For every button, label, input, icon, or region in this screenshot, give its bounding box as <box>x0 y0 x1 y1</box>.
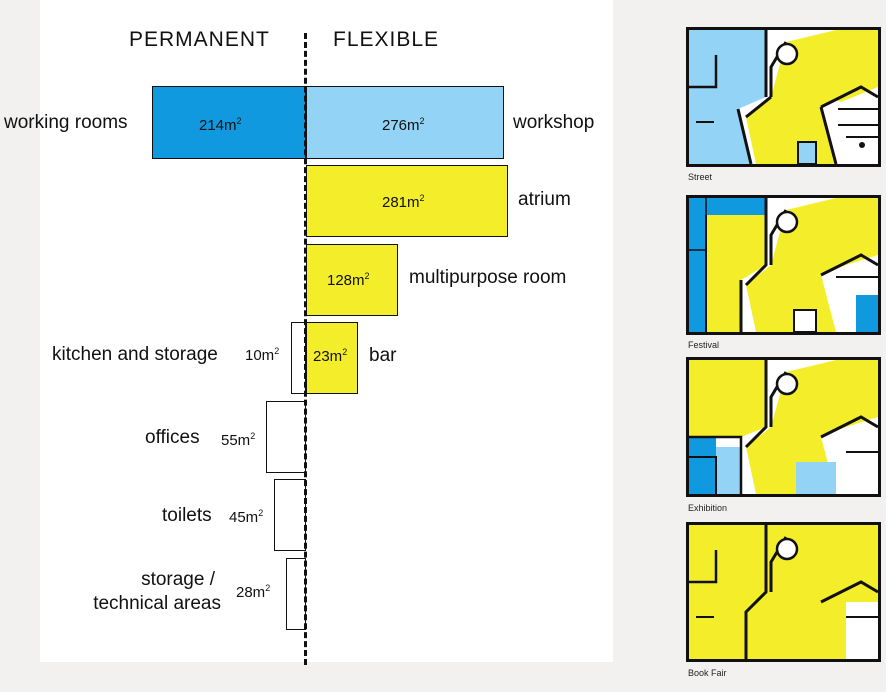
permanent-header: PERMANENT <box>129 28 270 51</box>
flexible-header: FLEXIBLE <box>333 28 440 51</box>
scenario-plan-exhibition <box>686 357 881 497</box>
scenario-plan-street <box>686 27 881 167</box>
scenario-caption-book-fair: Book Fair <box>688 668 727 678</box>
working-rooms-area: 214m2 <box>199 116 242 134</box>
offices-label: offices <box>145 427 200 448</box>
area-comparison-diagram: PERMANENT FLEXIBLE 214m2 working rooms 2… <box>4 28 595 665</box>
multipurpose-room-area: 128m2 <box>327 271 370 289</box>
scenario-caption-street: Street <box>688 172 713 182</box>
offices-area: 55m2 <box>221 431 256 449</box>
toilets-bar <box>274 479 306 551</box>
atrium-area: 281m2 <box>382 193 425 211</box>
toilets-label: toilets <box>162 505 212 526</box>
scenario-plan-book-fair <box>686 522 881 662</box>
kitchen-storage-area: 10m2 <box>245 346 280 364</box>
offices-bar <box>266 401 306 473</box>
workshop-bar <box>306 86 504 159</box>
atrium-bar <box>306 165 508 237</box>
storage-technical-bar <box>286 558 306 630</box>
bar-area-bar <box>306 322 358 394</box>
scenario-caption-festival: Festival <box>688 340 720 350</box>
multipurpose-room-label: multipurpose room <box>409 267 567 288</box>
working-rooms-label: working rooms <box>4 112 128 133</box>
atrium-label: atrium <box>518 189 571 210</box>
bar-area-label: bar <box>369 345 397 366</box>
kitchen-storage-label: kitchen and storage <box>52 344 218 365</box>
storage-technical-area: 28m2 <box>236 583 271 601</box>
storage-technical-label: storage / technical areas <box>93 569 221 614</box>
toilets-area: 45m2 <box>229 508 264 526</box>
scenario-caption-exhibition: Exhibition <box>688 503 728 513</box>
working-rooms-bar <box>152 86 306 159</box>
bar-area-value: 23m2 <box>313 347 348 365</box>
permanent-flexible-divider <box>304 33 307 665</box>
workshop-label: workshop <box>513 112 595 133</box>
workshop-area: 276m2 <box>382 116 425 134</box>
scenario-plan-festival <box>686 195 881 335</box>
